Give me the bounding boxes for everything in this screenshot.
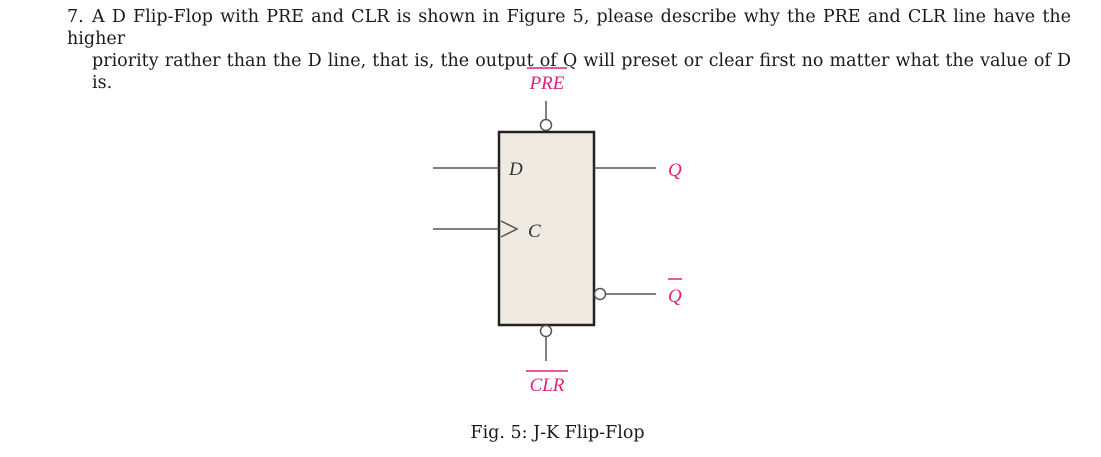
pre-label: PRE <box>529 73 565 94</box>
pre-inversion-bubble <box>539 118 553 132</box>
question-line-2: priority rather than the D line, that is… <box>92 51 1071 93</box>
question-line-1-text: A D Flip-Flop with PRE and CLR is shown … <box>67 7 1071 49</box>
clr-inversion-bubble <box>539 324 553 338</box>
figure-caption: Fig. 5: J-K Flip-Flop <box>470 423 645 443</box>
qbar-label: Q <box>668 286 682 307</box>
question-text: 7.A D Flip-Flop with PRE and CLR is show… <box>67 6 1071 94</box>
question-number: 7. <box>67 7 84 27</box>
q-label: Q <box>668 160 682 181</box>
question-line-1: 7.A D Flip-Flop with PRE and CLR is show… <box>67 6 1071 50</box>
clock-triangle <box>500 220 519 238</box>
clr-label: CLR <box>530 375 565 396</box>
c-label: C <box>528 221 541 242</box>
qbar-inversion-bubble <box>593 287 607 301</box>
d-label: D <box>508 159 523 180</box>
